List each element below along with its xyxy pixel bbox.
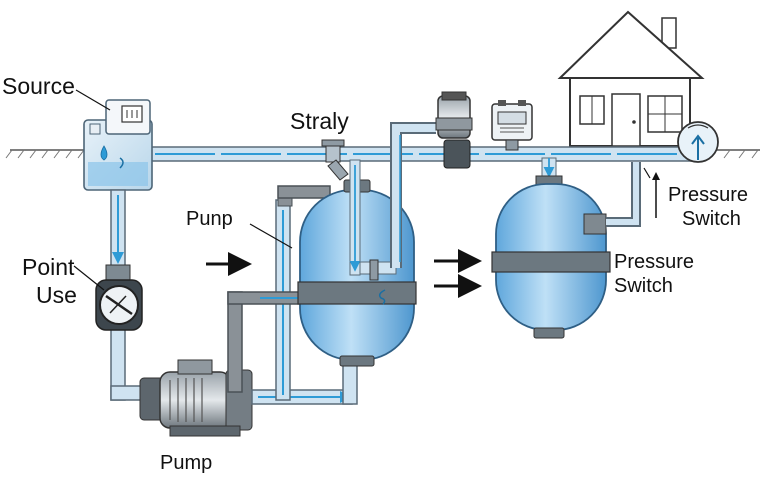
label-pressure-switch-top-line2: Switch <box>682 208 741 230</box>
pump-outlet-pipes <box>227 185 358 405</box>
control-box-icon <box>491 100 533 151</box>
label-straly: Straly <box>290 108 349 134</box>
branch-pipe-right <box>535 157 563 187</box>
label-point-use-line2: Use <box>36 282 77 308</box>
inline-pump <box>435 91 473 169</box>
straly-fitting <box>321 122 436 281</box>
label-point-use-line1: Point <box>22 254 75 280</box>
water-drop-icon <box>100 145 108 161</box>
source-tank <box>83 99 153 191</box>
main-pipe <box>149 146 696 162</box>
label-pressure-switch-mid-line1: Pressure <box>614 251 695 273</box>
motor-icon <box>139 359 253 437</box>
flow-arrow-icon <box>206 249 482 298</box>
label-pump: Pump <box>160 452 213 474</box>
pressure-gauge-icon <box>95 264 143 331</box>
label-punp: Punp <box>186 208 233 230</box>
pressure-switch-device <box>652 121 719 218</box>
pressure-tank-right <box>491 162 641 339</box>
house-icon <box>557 10 705 147</box>
label-pressure-switch-mid-line2: Switch <box>614 275 673 297</box>
label-pressure-switch-top-line1: Pressure <box>668 184 749 206</box>
label-source: Source <box>2 73 75 99</box>
label-leader-lines <box>73 89 651 291</box>
